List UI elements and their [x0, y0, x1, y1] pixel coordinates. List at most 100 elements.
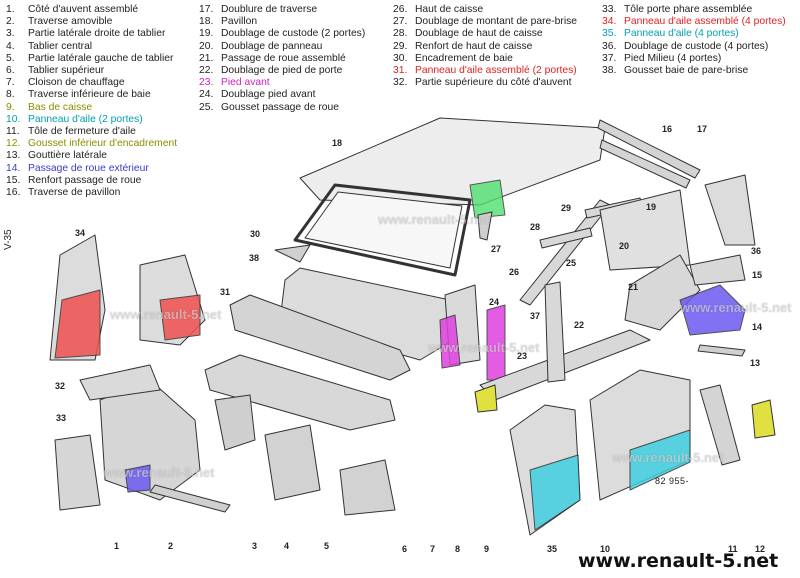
callout-26: 26 [509, 267, 520, 277]
legend-label: Partie latérale gauche de tablier [28, 52, 174, 64]
legend-label: Haut de caisse [415, 4, 484, 15]
legend-number: 29. [393, 40, 408, 52]
legend-item: 7. Cloison de chauffage [6, 77, 177, 89]
legend-item: 20.Doublage de panneau [199, 41, 365, 53]
callout-6: 6 [402, 544, 408, 554]
legend-item: 1.Côté d'auvent assemblé [6, 4, 177, 16]
legend-label: Doublage de haut de caisse [415, 28, 543, 40]
callout-33: 33 [56, 413, 67, 423]
callout-28: 28 [530, 222, 541, 232]
legend-number: 13. [6, 150, 21, 162]
callout-7: 7 [430, 544, 436, 554]
part-dash-centre [214, 394, 256, 451]
legend-item: 2.Traverse amovible [6, 16, 177, 28]
legend-item: 25.Gousset passage de roue [199, 102, 365, 114]
callout-29: 29 [561, 203, 572, 213]
legend-number: 6. [6, 65, 15, 77]
legend-label: Doublage de montant de pare-brise [415, 16, 577, 28]
legend-number: 32. [393, 77, 408, 89]
legend-label: Doublage pied avant [221, 89, 316, 101]
legend-item: 19.Doublage de custode (2 portes) [199, 28, 365, 40]
legend-number: 7. [6, 77, 15, 89]
callout-4: 4 [284, 541, 290, 551]
callout-21: 21 [628, 282, 639, 292]
legend-number: 12. [6, 138, 21, 150]
legend-item: 15. Renfort passage de roue [6, 175, 177, 187]
legend-item: 31.Panneau d'aile assemblé (2 portes) [393, 65, 577, 77]
part-dash-left [339, 459, 396, 516]
legend-item: 17.Doublure de traverse [199, 4, 365, 16]
legend-item: 3.Partie latérale droite de tablier [6, 28, 177, 40]
callout-27: 27 [491, 244, 502, 254]
legend-label: Tôle de fermeture d'aile [28, 126, 136, 138]
callout-20: 20 [619, 241, 630, 251]
part-front-side-blue [124, 464, 151, 493]
site-footer: www.renault-5.net [578, 550, 779, 572]
part-centre-pillar [544, 281, 566, 383]
legend-label: Partie supérieure du côté d'auvent [415, 77, 572, 89]
callout-31: 31 [220, 287, 231, 297]
legend-label: Traverse de pavillon [28, 187, 121, 199]
legend-number: 5. [6, 52, 15, 64]
legend-item: 23.Pied avant [199, 77, 365, 89]
part-wheel-arch-reinforcement [689, 254, 746, 286]
legend-label: Tablier central [28, 40, 93, 52]
part-dash-right [264, 424, 321, 501]
legend-item: 9.Bas de caisse [6, 102, 177, 114]
callout-13: 13 [750, 358, 761, 368]
legend-item: 36.Doublage de custode (4 portes) [602, 41, 786, 53]
callout-11: 11 [728, 544, 738, 554]
callout-32: 32 [55, 381, 66, 391]
part-outer-wheel-arch [679, 284, 746, 336]
part-roof-green [469, 179, 506, 219]
callout-15: 15 [752, 270, 763, 280]
legend-item: 33.Tôle porte phare assemblée [602, 4, 786, 16]
watermark: www.renault-5.net [103, 465, 215, 480]
callout-19: 19 [646, 202, 657, 212]
part-front-pillar [439, 314, 461, 369]
legend-number: 15. [6, 174, 21, 186]
legend-number: 25. [199, 101, 214, 113]
legend-number: 1. [6, 4, 15, 15]
legend-number: 27. [393, 16, 408, 28]
part-upper-dash [204, 354, 396, 431]
legend-number: 35. [602, 28, 617, 40]
legend-label: Gousset baie de pare-brise [624, 65, 749, 77]
legend-label: Pied Milieu (4 portes) [624, 52, 722, 64]
callout-22: 22 [574, 320, 585, 330]
callout-8: 8 [455, 544, 461, 554]
legend-item: 28.Doublage de haut de caisse [393, 28, 577, 40]
legend-number: 38. [602, 65, 617, 77]
callout-23: 23 [517, 351, 528, 361]
callout-34: 34 [75, 228, 86, 238]
legend-label: Gouttière latérale [28, 150, 107, 162]
legend-label: Doublage de pied de porte [221, 65, 343, 77]
legend-number: 34. [602, 16, 617, 28]
legend-label: Encadrement de baie [415, 52, 513, 64]
legend-number: 10. [6, 113, 21, 125]
legend-label: Traverse amovible [28, 16, 113, 28]
legend-label: Tablier supérieur [28, 65, 105, 77]
callout-18: 18 [332, 138, 343, 148]
legend-number: 16. [6, 187, 21, 199]
legend-label: Cloison de chauffage [28, 77, 125, 89]
legend-number: 21. [199, 52, 214, 64]
part-quarter-lining-4-doors [704, 174, 756, 246]
watermark: www.renault-5.net [428, 340, 540, 355]
legend-item: 14.Passage de roue extérieur [6, 163, 177, 175]
legend-number: 19. [199, 28, 214, 40]
part-gutter [697, 344, 746, 357]
part-roof-rail-lining [539, 227, 593, 249]
legend-item: 37.Pied Milieu (4 portes) [602, 53, 786, 65]
legend-label: Doublage de custode (4 portes) [624, 40, 769, 52]
legend-label: Panneau d'aile assemblé (4 portes) [624, 16, 786, 28]
legend-number: 24. [199, 89, 214, 101]
legend-number: 8. [6, 89, 15, 101]
legend-label: Gousset inférieur d'encadrement [28, 138, 178, 150]
legend-label: Renfort passage de roue [28, 174, 142, 186]
callout-36: 36 [751, 246, 762, 256]
legend-number: 11. [6, 126, 20, 138]
